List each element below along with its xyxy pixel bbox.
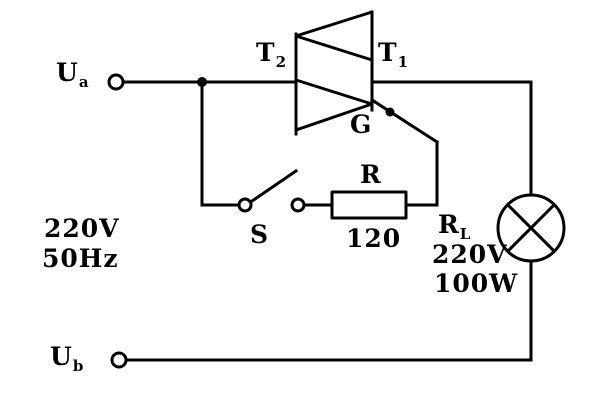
ua-terminal-label: Ua [56, 58, 90, 91]
resistor-value-label: 120 [346, 224, 402, 253]
resistor-to-gate-wire [404, 140, 439, 207]
triac-t2-label: T2 [256, 38, 288, 71]
ub-terminal-label: Ub [50, 342, 85, 375]
gate-junction-dot [385, 107, 395, 117]
source-frequency-label: 50Hz [42, 244, 119, 273]
gate-wire [369, 97, 440, 145]
switch-contact-left [237, 197, 253, 213]
triac-gate-label: G [350, 110, 373, 139]
ub-terminal [110, 351, 128, 369]
triac-upper-triangle [294, 10, 374, 62]
source-voltage-label: 220V [44, 214, 120, 243]
switch-blade [249, 168, 299, 204]
lamp-cross-2 [505, 202, 557, 254]
switch-branch-wire [200, 80, 240, 207]
bottom-wire [124, 259, 533, 362]
load-power-label: 100W [434, 269, 519, 298]
resistor-body [330, 190, 408, 220]
triac-t1-label: T1 [378, 38, 410, 71]
triac-lower-triangle [294, 78, 374, 132]
resistor-label: R [360, 160, 382, 189]
right-wire-top [370, 80, 533, 197]
ua-terminal [107, 73, 125, 91]
switch-contact-right [290, 197, 306, 213]
switch-label: S [250, 220, 270, 249]
load-label: RL [438, 210, 472, 243]
load-voltage-label: 220V [432, 240, 508, 269]
